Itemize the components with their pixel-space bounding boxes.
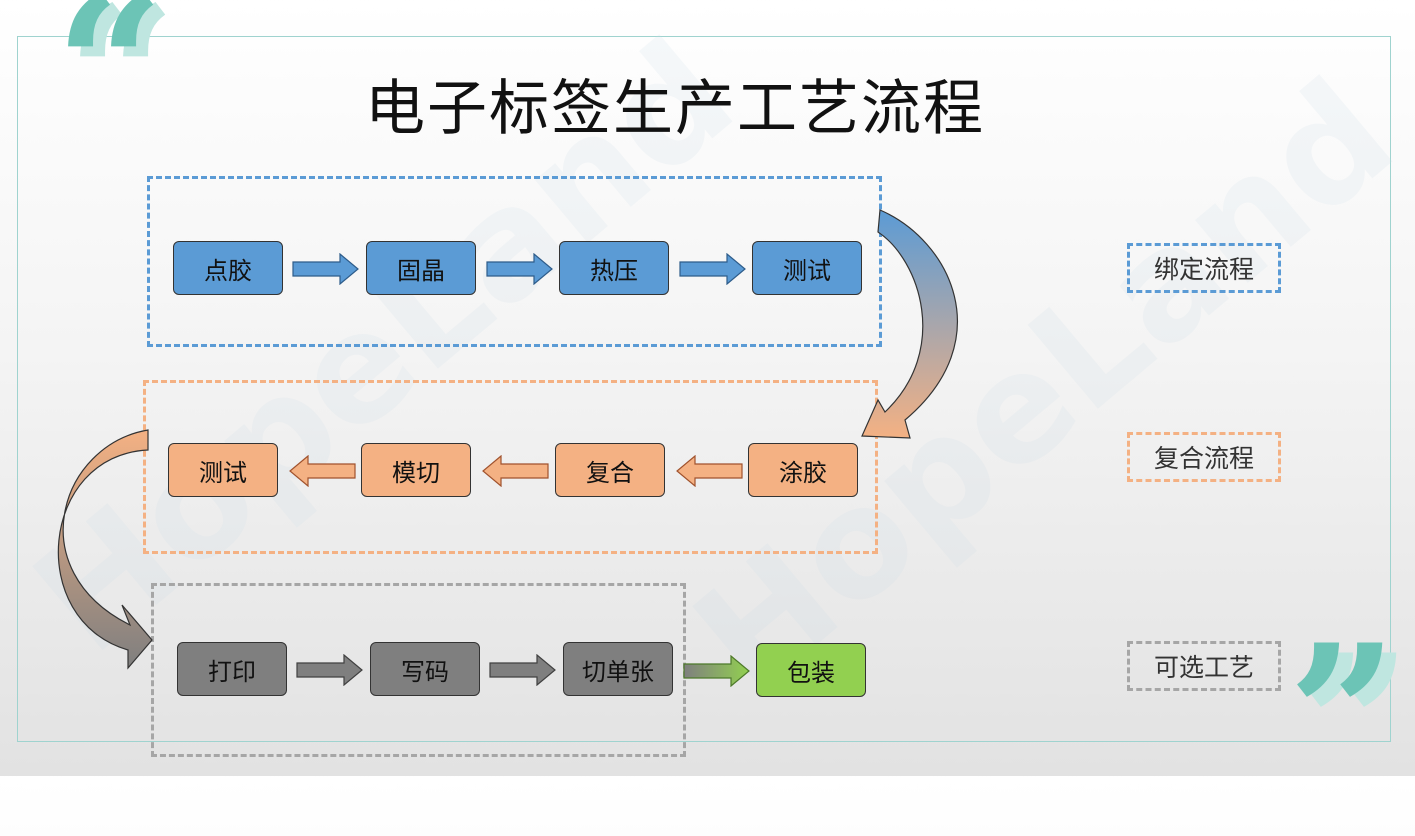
step-gluing: 涂胶 xyxy=(748,443,858,497)
composite-process-group xyxy=(143,380,878,554)
step-printing: 打印 xyxy=(177,642,287,696)
right-arrow-icon xyxy=(683,655,750,687)
right-arrow-icon xyxy=(486,253,553,285)
step-sheet-cutting: 切单张 xyxy=(563,642,673,696)
binding-process-label: 绑定流程 xyxy=(1127,243,1281,293)
step-hot-pressing: 热压 xyxy=(559,241,669,295)
step-die-cutting: 模切 xyxy=(361,443,471,497)
step-encoding: 写码 xyxy=(370,642,480,696)
curved-arrow-icon xyxy=(57,209,958,670)
step-die-bonding: 固晶 xyxy=(366,241,476,295)
left-arrow-icon xyxy=(676,455,743,487)
step-packaging: 包装 xyxy=(756,643,866,697)
open-quote-shadow-icon: “ xyxy=(67,0,177,188)
left-arrow-icon xyxy=(482,455,549,487)
step-laminating: 复合 xyxy=(555,443,665,497)
slide-frame xyxy=(17,36,1391,742)
right-arrow-icon xyxy=(296,654,363,686)
right-arrow-icon xyxy=(489,654,556,686)
right-arrow-icon xyxy=(292,253,359,285)
optional-process-label: 可选工艺 xyxy=(1127,641,1281,691)
composite-process-label: 复合流程 xyxy=(1127,432,1281,482)
right-arrow-icon xyxy=(679,253,746,285)
open-quote-icon: “ xyxy=(55,0,165,178)
step-testing-2: 测试 xyxy=(168,443,278,497)
page-title: 电子标签生产工艺流程 xyxy=(365,74,985,144)
binding-process-group xyxy=(147,176,882,347)
left-arrow-icon xyxy=(289,455,356,487)
step-testing-1: 测试 xyxy=(752,241,862,295)
step-dispensing: 点胶 xyxy=(173,241,283,295)
close-quote-icon: ” xyxy=(1288,603,1398,826)
